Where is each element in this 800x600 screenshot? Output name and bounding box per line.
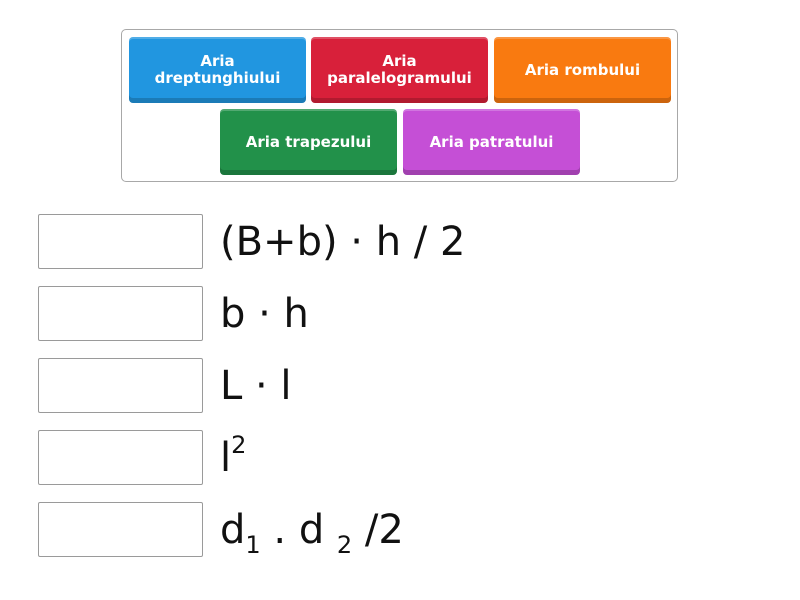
formula-text: b · h [220,286,309,342]
formula-text: L · l [220,358,292,414]
answer-drop-box[interactable] [38,214,203,269]
tile-aria-trapezului[interactable]: Aria trapezului [220,109,397,175]
question-row: l2 [38,430,738,486]
tile-label: Aria rombului [524,60,641,79]
tile-label: Aria paralelogramului [327,52,472,87]
tile-label: Aria dreptunghiului [154,52,281,87]
tile-label: Aria patratului [429,132,554,151]
formula-d1: d [220,507,246,553]
formula-text: (B+b) · h / 2 [220,214,465,270]
question-row: (B+b) · h / 2 [38,214,738,270]
answer-drop-box[interactable] [38,430,203,485]
formula-text: l2 [220,430,246,486]
formula-mid: . d [260,507,337,553]
question-row: d1 . d 2 /2 [38,502,738,558]
word-bank: Aria dreptunghiului Aria paralelogramulu… [121,29,678,182]
formula-text: d1 . d 2 /2 [220,502,404,558]
question-row: L · l [38,358,738,414]
tile-aria-paralelogramului[interactable]: Aria paralelogramului [311,37,488,103]
answer-drop-box[interactable] [38,286,203,341]
tile-aria-patratului[interactable]: Aria patratului [403,109,580,175]
formula-superscript: 2 [231,431,247,459]
tile-aria-dreptunghiului[interactable]: Aria dreptunghiului [129,37,306,103]
formula-end: /2 [352,507,404,553]
answer-drop-box[interactable] [38,358,203,413]
formula-subscript-1: 1 [245,531,261,559]
question-row: b · h [38,286,738,342]
formula-base: l [220,435,232,481]
formula-subscript-2: 2 [336,531,353,559]
tile-aria-rombului[interactable]: Aria rombului [494,37,671,103]
formula-main: L · l [220,363,292,409]
formula-main: b · h [220,291,309,337]
formula-main: (B+b) · h / 2 [220,219,466,265]
answer-drop-box[interactable] [38,502,203,557]
tile-label: Aria trapezului [245,132,372,151]
